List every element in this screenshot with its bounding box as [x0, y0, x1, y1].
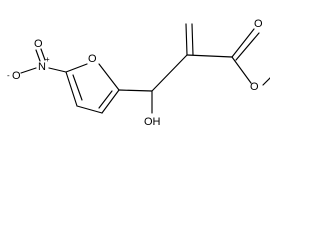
bond-c-o-double-b — [235, 32, 260, 61]
ester-oxygen-label: O — [250, 81, 259, 93]
bond-calpha-ccarbonyl — [186, 54, 233, 58]
bond-c5-ring-o — [65, 63, 88, 73]
bond-c2-c3 — [101, 89, 120, 114]
bond-calpha-ch2-b — [191, 23, 194, 56]
bond-choh-calpha — [151, 54, 188, 92]
bond-ring-o-c2 — [98, 63, 120, 91]
bond-c2-c3-inner — [98, 90, 113, 109]
bond-c-o-ester — [231, 56, 252, 84]
nitro-n-label: N — [38, 61, 46, 73]
bond-c3-c4 — [76, 105, 103, 114]
bond-c4-c5-inner — [72, 74, 83, 101]
bond-n-o-minus — [20, 67, 37, 74]
bond-o-methyl — [262, 77, 270, 86]
bond-c-o-double-a — [231, 28, 255, 58]
hydroxyl-label: OH — [144, 116, 161, 128]
nitro-o-minus-charge: - — [7, 71, 10, 80]
chemical-structure: O - N + O O OH O O — [7, 18, 270, 128]
bond-n-o-double-b — [40, 48, 46, 61]
bond-c2-choh — [118, 89, 153, 92]
bond-calpha-ch2-a — [185, 23, 188, 56]
nitro-n-charge: + — [45, 55, 50, 64]
bond-n-o-double-a — [35, 49, 41, 62]
nitro-o-double-label: O — [34, 38, 43, 50]
nitro-o-minus-label: O — [12, 70, 21, 82]
carbonyl-oxygen-label: O — [254, 18, 263, 30]
ring-oxygen-label: O — [88, 53, 97, 65]
bond-n-c5 — [48, 67, 67, 73]
bond-c4-c5 — [65, 71, 78, 107]
